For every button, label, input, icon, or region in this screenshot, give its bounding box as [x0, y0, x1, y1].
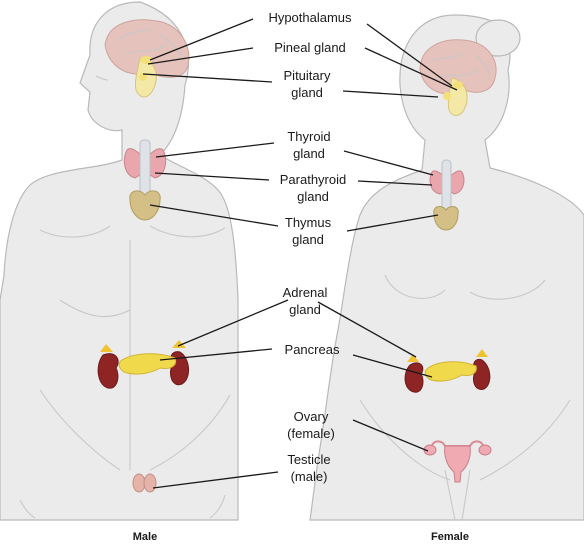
label-adrenal-line2: gland	[289, 302, 321, 317]
label-pancreas: Pancreas	[285, 342, 340, 357]
label-parathyroid-line2: gland	[297, 189, 329, 204]
label-thyroid-line2: gland	[293, 146, 325, 161]
female-left-kidney	[405, 363, 423, 392]
female-pineal-gland	[453, 81, 463, 89]
label-parathyroid-line1: Parathyroid	[280, 172, 346, 187]
label-pineal-gland: Pineal gland	[274, 40, 346, 55]
male-body-outline	[0, 2, 238, 520]
caption-female: Female	[431, 531, 469, 543]
caption-male: Male	[133, 531, 157, 543]
female-pituitary-gland	[443, 92, 451, 100]
label-thyroid-line1: Thyroid	[287, 129, 330, 144]
label-testicle-line2: (male)	[291, 469, 328, 484]
leader-thyroid-female	[344, 151, 433, 175]
label-pituitary-line2: gland	[291, 85, 323, 100]
label-hypothalamus: Hypothalamus	[268, 10, 352, 25]
male-left-kidney	[98, 354, 118, 389]
male-right-testicle	[144, 474, 156, 492]
label-ovary-line2: (female)	[287, 426, 335, 441]
leader-thyroid-male	[156, 143, 274, 157]
label-ovary-line1: Ovary	[294, 409, 329, 424]
male-trachea	[140, 140, 150, 198]
label-testicle-line1: Testicle	[287, 452, 330, 467]
label-thymus-line2: gland	[292, 232, 324, 247]
male-figure	[0, 2, 238, 520]
female-trachea	[442, 160, 451, 210]
label-thymus-line1: Thymus	[285, 215, 332, 230]
label-adrenal-line1: Adrenal	[283, 285, 328, 300]
female-right-ovary	[479, 445, 491, 455]
label-pituitary-line1: Pituitary	[284, 68, 331, 83]
male-left-testicle	[133, 474, 145, 492]
